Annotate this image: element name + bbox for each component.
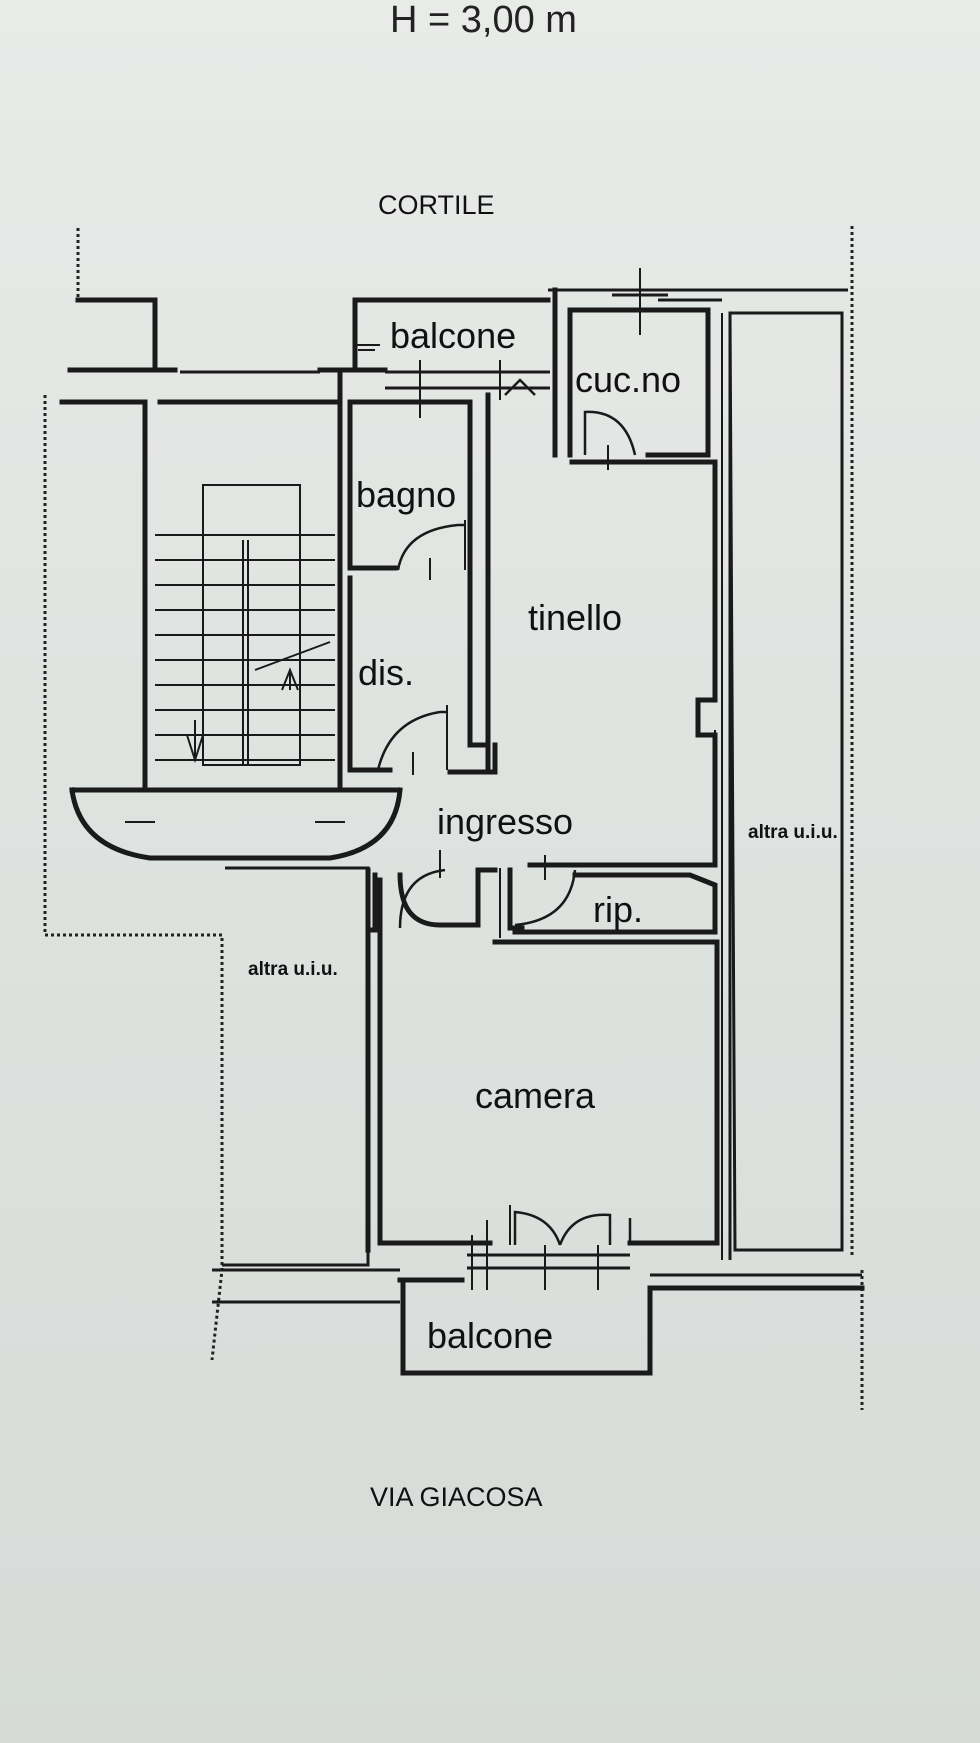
room-label-camera: camera	[475, 1075, 596, 1116]
room-label-rip: rip.	[593, 889, 643, 930]
room-label-balcone-top: balcone	[390, 315, 516, 356]
property-boundary	[43, 226, 864, 1410]
room-label-ingresso: ingresso	[437, 801, 573, 842]
room-label-bagno: bagno	[356, 474, 456, 515]
neighbor-label-left: altra u.i.u.	[248, 959, 338, 980]
top-balcony	[352, 288, 848, 418]
room-label-balcone-bottom: balcone	[427, 1315, 553, 1356]
room-label-cucinino: cuc.no	[575, 359, 681, 400]
room-label-dis: dis.	[358, 652, 414, 693]
neighbor-unit-right	[721, 311, 844, 1260]
street-label: VIA GIACOSA	[370, 1482, 543, 1512]
bathroom-hall	[347, 399, 498, 775]
kitchenette	[552, 268, 711, 470]
courtyard-label: CORTILE	[378, 190, 495, 220]
bottom-balcony	[212, 1268, 865, 1376]
dining-room	[485, 392, 718, 868]
ceiling-height-label: H = 3,00 m	[390, 0, 577, 41]
neighbor-unit-left	[222, 866, 370, 1267]
room-label-tinello: tinello	[528, 597, 622, 638]
stairwell	[59, 297, 403, 861]
neighbor-label-right: altra u.i.u.	[748, 822, 838, 843]
